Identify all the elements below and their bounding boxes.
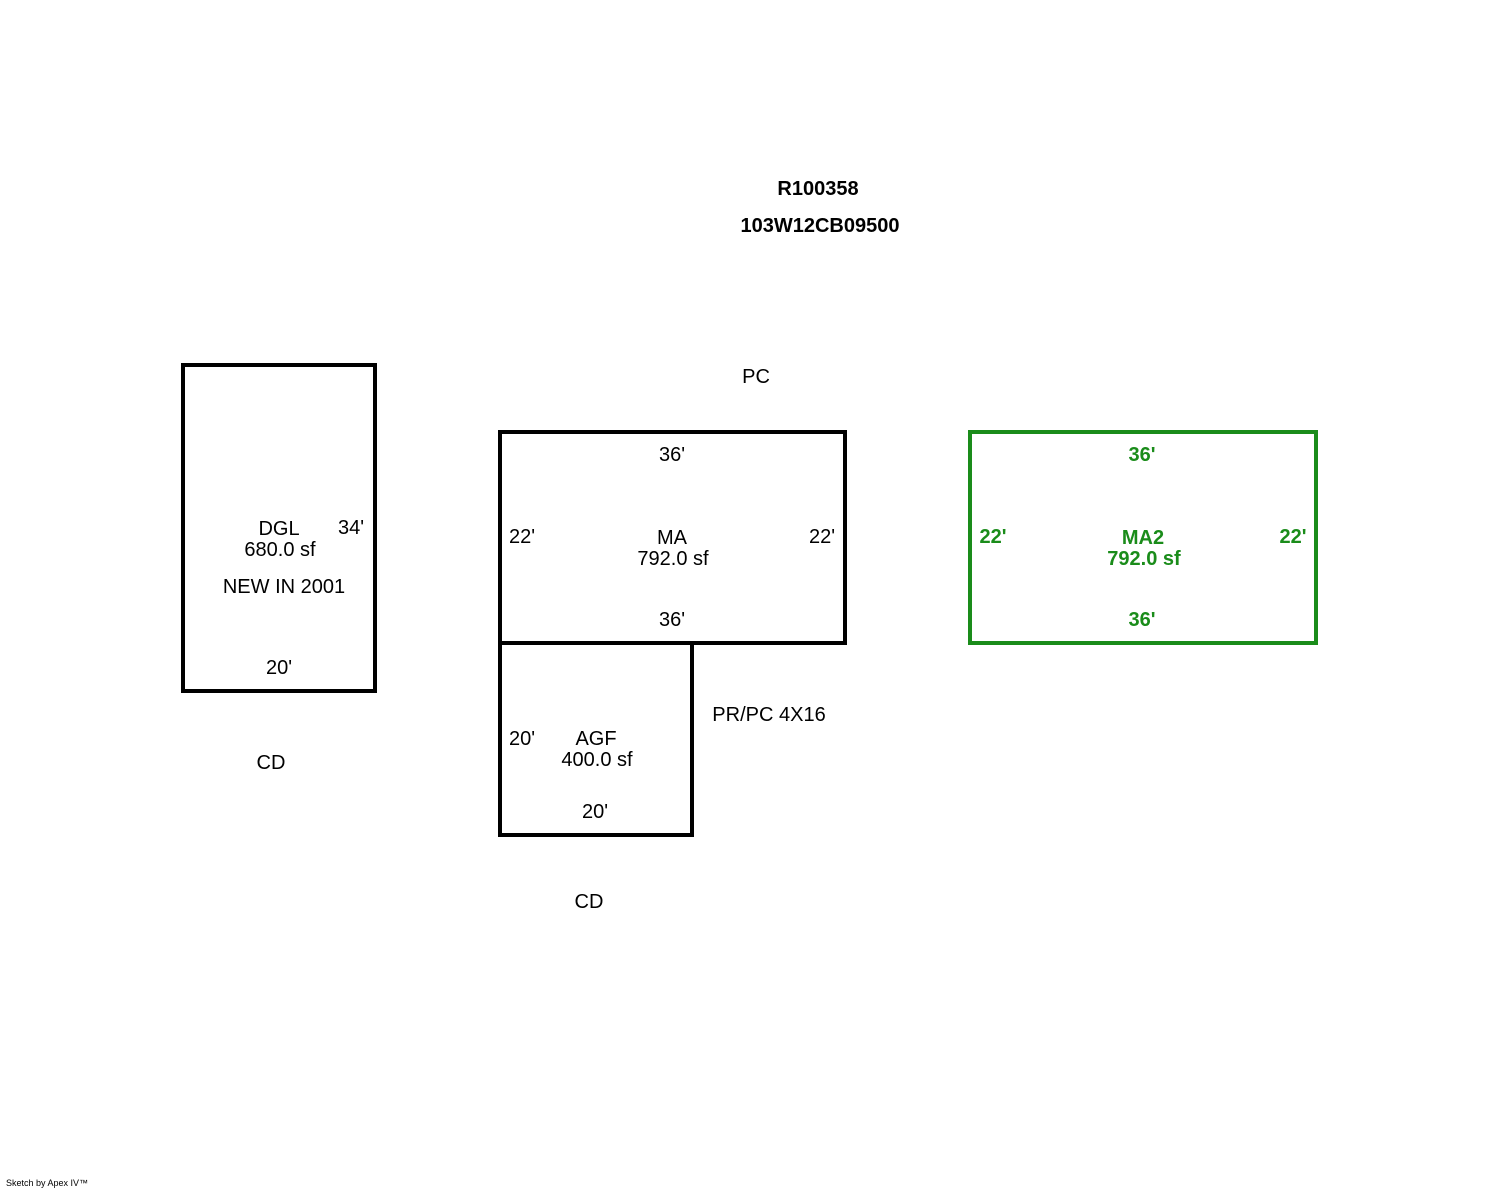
area-ma-side-bottom: 36'	[658, 609, 686, 631]
area-ma2-side-bottom: 36'	[1128, 609, 1156, 631]
area-dgl[interactable]	[181, 363, 377, 693]
area-agf-side-bottom: 20'	[581, 801, 609, 823]
area-dgl-note: NEW IN 2001	[222, 576, 346, 598]
area-ma2-side-right: 22'	[1279, 526, 1307, 548]
area-ma-sf: 792.0 sf	[637, 548, 709, 570]
area-agf-sf: 400.0 sf	[561, 749, 633, 771]
area-dgl-side-right: 34'	[337, 517, 365, 539]
area-ma2-side-top: 36'	[1128, 444, 1156, 466]
area-ma-code: MA	[657, 527, 687, 549]
area-ma-side-top: 36'	[658, 444, 686, 466]
area-ma-side-right: 22'	[808, 526, 836, 548]
area-ma2-code: MA2	[1121, 527, 1165, 549]
area-dgl-sf: 680.0 sf	[244, 539, 316, 561]
area-ma-side-left: 22'	[508, 526, 536, 548]
area-agf[interactable]	[498, 641, 694, 837]
pc-label: PC	[742, 366, 770, 388]
cd-bottom-label: CD	[574, 891, 604, 913]
cd-left-label: CD	[256, 752, 286, 774]
account-number: R100358	[777, 178, 859, 200]
area-dgl-side-bottom: 20'	[265, 657, 293, 679]
map-taxlot: 103W12CB09500	[740, 215, 900, 237]
area-ma2-sf: 792.0 sf	[1107, 548, 1181, 570]
area-agf-side-left: 20'	[508, 728, 536, 750]
pr-pc-label: PR/PC 4X16	[712, 704, 826, 726]
area-ma2[interactable]	[968, 430, 1318, 645]
sketch-credit: Sketch by Apex IV™	[6, 1178, 89, 1188]
area-agf-code: AGF	[575, 728, 617, 750]
area-dgl-code: DGL	[258, 518, 300, 540]
area-ma2-side-left: 22'	[979, 526, 1007, 548]
